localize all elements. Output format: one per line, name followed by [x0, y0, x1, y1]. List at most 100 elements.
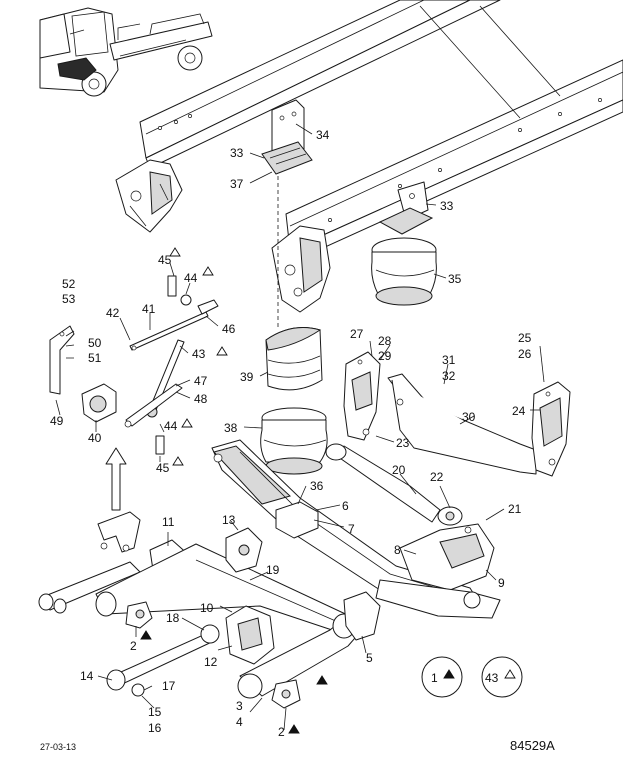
label-50: 50 — [88, 336, 102, 350]
label-37: 37 — [230, 177, 244, 191]
rear-frame-hanger — [115, 159, 183, 233]
legend-outline-number: 43 — [485, 671, 499, 685]
label-48: 48 — [194, 392, 208, 406]
legend-filled-triangle-badge: 1 — [421, 656, 463, 698]
label-49: 49 — [50, 414, 64, 428]
truck-locator-thumbnail — [39, 7, 213, 97]
label-20: 20 — [392, 463, 406, 477]
filled-triangle-icons — [140, 630, 328, 734]
label-9: 9 — [498, 576, 505, 590]
filled-triangle-icon — [288, 724, 300, 734]
air-spring-top-plate-33-right — [378, 181, 434, 235]
label-26: 26 — [518, 347, 532, 361]
outline-triangle-icon — [181, 418, 193, 428]
label-14: 14 — [80, 669, 94, 683]
label-22: 22 — [430, 470, 444, 484]
label-30: 30 — [462, 410, 476, 424]
filled-triangle-icon — [443, 669, 455, 679]
outline-triangle-icon — [216, 346, 228, 356]
air-spring-top-plate-33 — [261, 141, 313, 175]
label-35: 35 — [448, 272, 462, 286]
label-28: 28 — [378, 334, 392, 348]
label-17: 17 — [162, 679, 176, 693]
label-2: 2 — [278, 725, 285, 739]
label-46: 46 — [222, 322, 236, 336]
label-45: 45 — [156, 461, 170, 475]
outline-triangle-icon — [172, 456, 184, 466]
label-39: 39 — [240, 370, 254, 384]
label-45: 45 — [158, 253, 172, 267]
filled-triangle-icon — [140, 630, 152, 640]
label-53: 53 — [62, 292, 76, 306]
label-31: 31 — [442, 353, 456, 367]
label-33: 33 — [230, 146, 244, 160]
lower-linkage-bracket — [97, 511, 141, 553]
label-3: 3 — [236, 699, 243, 713]
label-23: 23 — [396, 436, 410, 450]
label-5: 5 — [366, 651, 373, 665]
label-44: 44 — [184, 271, 198, 285]
bush-13 — [225, 527, 263, 573]
label-51: 51 — [88, 351, 102, 365]
label-47: 47 — [194, 374, 208, 388]
label-10: 10 — [200, 601, 214, 615]
label-25: 25 — [518, 331, 532, 345]
label-36: 36 — [310, 479, 324, 493]
label-40: 40 — [88, 431, 102, 445]
panhard-rod-14 — [106, 624, 220, 691]
label-2: 2 — [130, 639, 137, 653]
label-44: 44 — [164, 419, 178, 433]
label-18: 18 — [166, 611, 180, 625]
label-11: 11 — [162, 515, 175, 529]
label-6: 6 — [342, 499, 349, 513]
bracket-23-29 — [343, 351, 381, 441]
label-52: 52 — [62, 277, 76, 291]
bracket-10-12 — [225, 605, 275, 665]
front-spring-hanger — [271, 225, 331, 313]
stabiliser-frame-30 — [387, 373, 537, 475]
label-4: 4 — [236, 715, 243, 729]
outline-triangle-icons — [169, 247, 228, 466]
legend-outline-triangle-badge: 43 — [481, 656, 523, 698]
label-42: 42 — [106, 306, 120, 320]
label-16: 16 — [148, 721, 162, 735]
air-spring-35 — [371, 237, 437, 306]
bellows-cover-39 — [265, 327, 323, 391]
label-32: 32 — [442, 369, 456, 383]
legend-filled-number: 1 — [431, 671, 438, 685]
reference-arrow — [105, 447, 127, 511]
torque-rod-20 — [325, 443, 463, 526]
label-38: 38 — [224, 421, 238, 435]
bracket-5 — [343, 591, 381, 641]
axle-cross-member — [375, 579, 501, 619]
air-spring-38 — [260, 407, 328, 475]
label-41: 41 — [142, 302, 156, 316]
label-24: 24 — [512, 404, 526, 418]
chassis-frame — [139, 0, 623, 263]
drawing-date: 27-03-13 — [40, 742, 76, 752]
label-7: 7 — [348, 522, 355, 536]
label-21: 21 — [508, 502, 522, 516]
bush-2-left — [125, 601, 153, 629]
label-29: 29 — [378, 349, 392, 363]
bracket-24-26 — [531, 381, 571, 477]
upper-trailing-arm-11 — [38, 561, 141, 614]
label-15: 15 — [148, 705, 162, 719]
outline-triangle-icon — [202, 266, 214, 276]
axle-mount-36 — [275, 501, 319, 539]
label-12: 12 — [204, 655, 218, 669]
label-8: 8 — [394, 543, 401, 557]
leader-lines — [55, 123, 545, 731]
filled-triangle-icon — [316, 675, 328, 685]
axle-beam — [211, 439, 481, 613]
lower-link-arm — [237, 611, 363, 699]
outline-triangle-icon — [504, 669, 516, 679]
outline-triangle-icon — [169, 247, 181, 257]
label-34: 34 — [316, 128, 330, 142]
label-33: 33 — [440, 199, 454, 213]
label-19: 19 — [266, 563, 280, 577]
drawing-number: 84529A — [510, 738, 555, 753]
bush-2-right — [271, 679, 301, 709]
label-43: 43 — [192, 347, 206, 361]
